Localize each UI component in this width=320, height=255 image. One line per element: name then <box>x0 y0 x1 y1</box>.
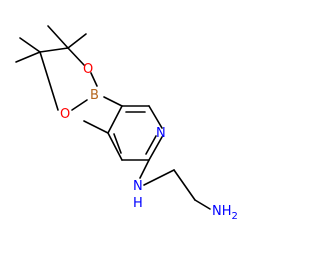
bond-n1-c2 <box>148 136 163 161</box>
terminal-amine-subscript: 2 <box>232 211 238 222</box>
bond-methyl-4 <box>67 33 87 49</box>
bond-nh-ch2 <box>143 169 175 186</box>
boron-label: B <box>90 88 99 103</box>
bond-c3-c4 <box>107 132 123 161</box>
bond-b-c5 <box>103 96 123 107</box>
amine-n-label: N <box>133 179 143 194</box>
bond-double-c3-c4 <box>113 133 122 154</box>
bond-o-b-top <box>90 72 98 87</box>
molecule-structure: O B O N N H NH2 <box>15 25 238 222</box>
bond-methyl-3 <box>47 25 69 49</box>
atom-labels: O B O N N H NH2 <box>60 62 238 222</box>
bond-b-o-bottom <box>71 99 88 111</box>
bond-ch2-ch2 <box>173 169 196 201</box>
oxygen-bottom-label: O <box>60 107 70 122</box>
bond-methyl-1 <box>19 37 41 53</box>
ring-nitrogen-label: N <box>156 126 166 141</box>
bonds <box>15 25 211 210</box>
bond-ch2-nh2 <box>194 199 211 210</box>
oxygen-top-label: O <box>83 62 93 77</box>
bond-c2-nh <box>139 159 150 179</box>
amine-h-label: H <box>133 196 143 211</box>
bond-c-c-pinacol <box>39 47 69 53</box>
bond-methyl-2 <box>15 51 41 63</box>
bond-c-o-top <box>67 47 85 66</box>
bond-c4-c5 <box>107 105 123 134</box>
bond-c6-n1 <box>148 105 163 129</box>
terminal-amine-text: NH <box>212 204 232 219</box>
bond-double-n1-c2 <box>145 135 157 155</box>
molecule-canvas: O B O N N H NH2 <box>15 25 238 222</box>
bond-o-c-bottom <box>39 51 59 111</box>
terminal-amine-label: NH2 <box>212 204 238 222</box>
bond-c4-methyl <box>83 120 109 134</box>
